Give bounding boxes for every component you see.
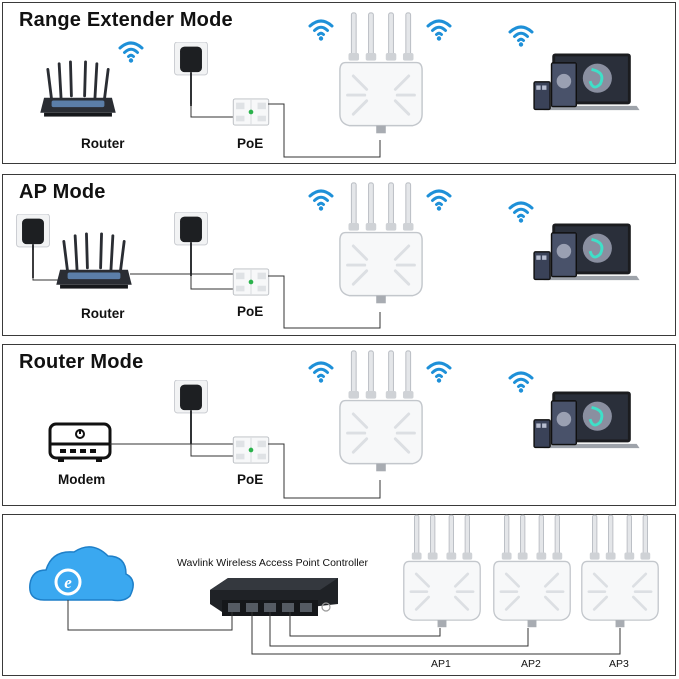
internet-cloud-icon: e [29,546,134,602]
poe-label: PoE [237,136,264,151]
ap1-icon [402,514,482,629]
modem-label: Modem [58,472,106,487]
ap2-icon [492,514,572,629]
ap2-label: AP2 [521,658,541,670]
controller-title: Wavlink Wireless Access Point Controller [177,557,368,569]
ap1-label: AP1 [431,658,451,670]
panel-title: Router Mode [19,351,144,373]
poe-label: PoE [237,472,264,487]
ap3-icon [580,514,660,629]
svg-text:e: e [64,573,72,592]
router-label: Router [81,306,125,321]
router-label: Router [81,136,125,151]
controller-switch-icon [210,578,338,616]
poe-label: PoE [237,304,264,319]
panel-title: AP Mode [19,181,106,203]
ap3-label: AP3 [609,658,629,670]
panel-title: Range Extender Mode [19,9,233,31]
